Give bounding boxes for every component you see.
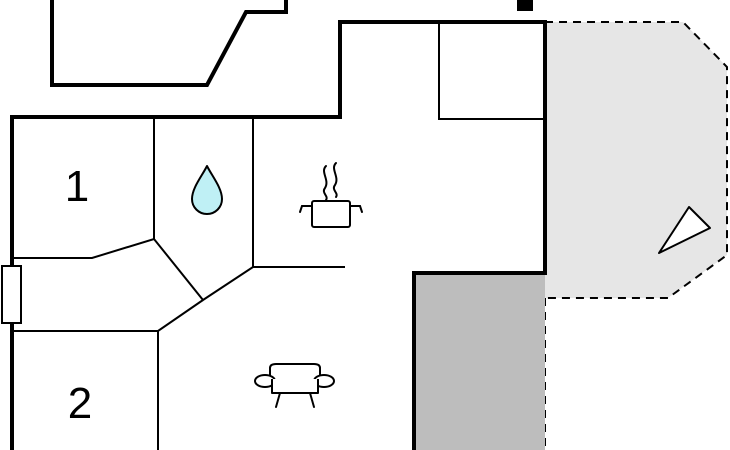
exterior-wall	[10, 20, 547, 450]
cooking-pot-icon	[299, 162, 363, 228]
terrace-outline	[545, 21, 728, 299]
sofa-icon	[254, 363, 335, 408]
storage-room-wall	[438, 22, 545, 120]
hallway-wall-upper	[12, 237, 345, 302]
terrace-area	[545, 22, 727, 298]
compass-arrow-icon	[658, 206, 711, 254]
chimney-mark	[517, 0, 533, 11]
entrance-door	[1, 265, 22, 324]
upper-left-structure	[50, 0, 288, 87]
shaded-area	[414, 273, 545, 450]
hallway-wall-lower	[12, 299, 204, 332]
room-label-2: 2	[68, 379, 92, 428]
room-label-1: 1	[65, 162, 89, 211]
water-drop-icon	[191, 165, 223, 215]
